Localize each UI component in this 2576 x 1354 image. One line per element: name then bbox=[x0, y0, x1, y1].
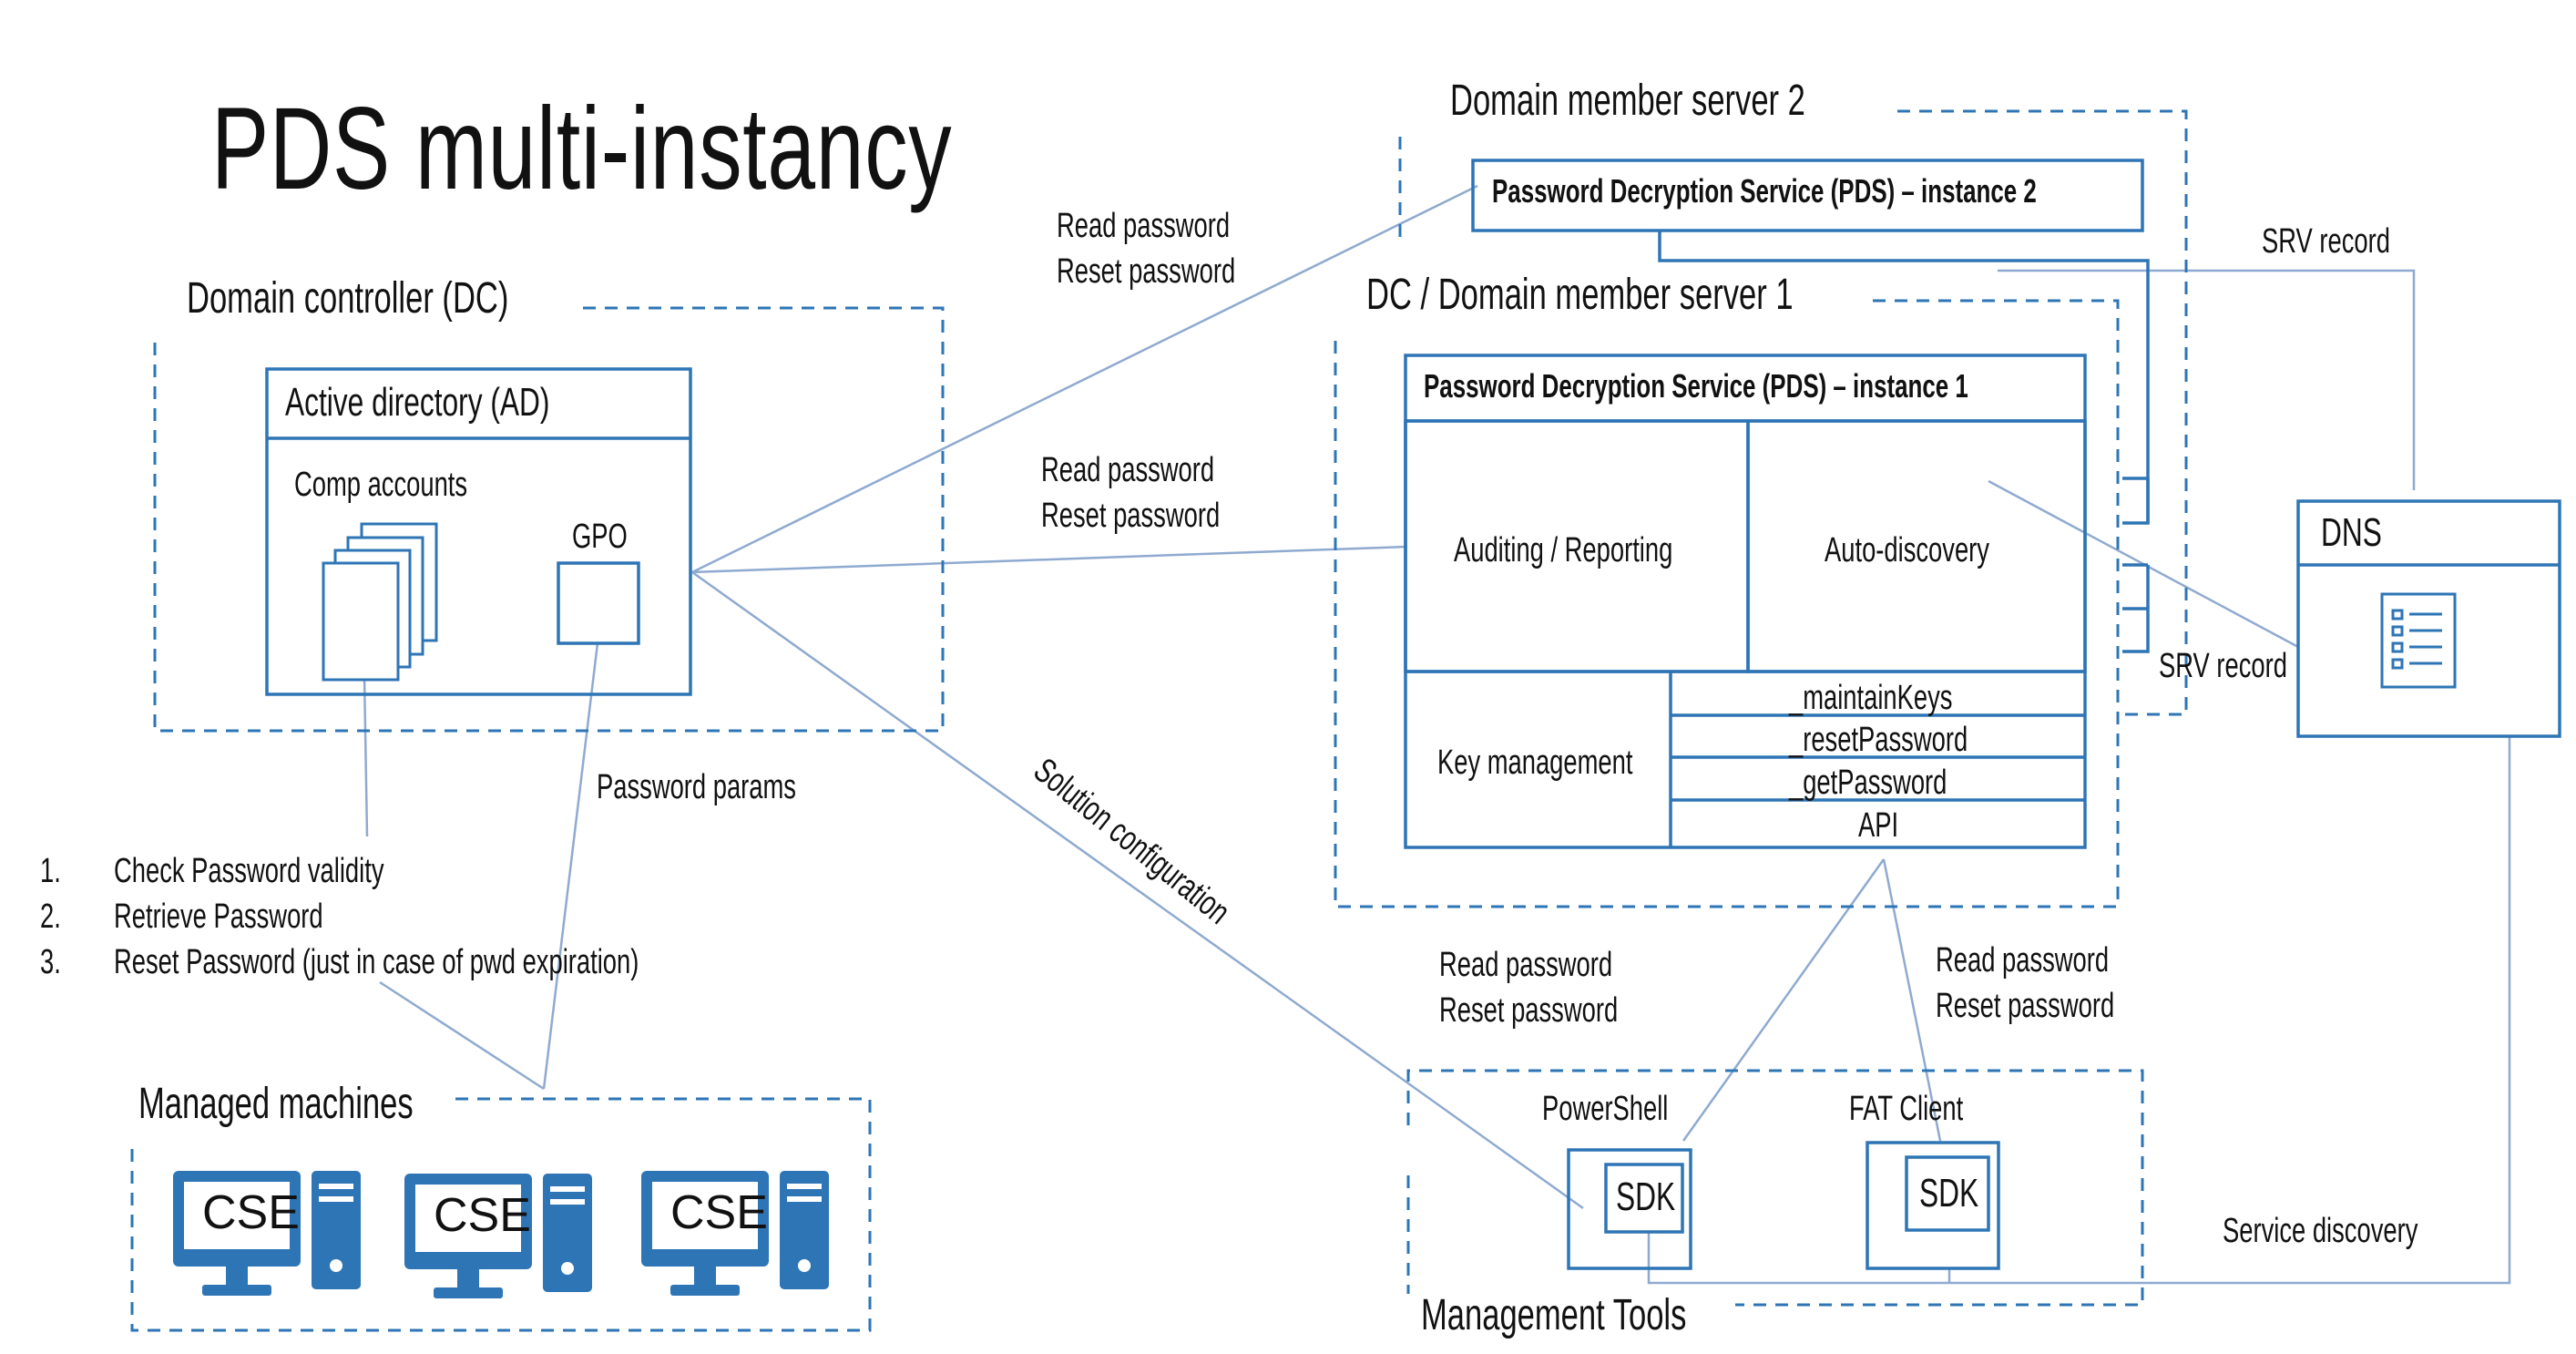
pds2-box bbox=[1471, 159, 2144, 232]
connector-lines bbox=[363, 184, 2511, 1285]
fatclient-label: FAT Client bbox=[1849, 1090, 1964, 1128]
dns-box bbox=[2296, 499, 2561, 738]
pds2-body bbox=[1658, 231, 2150, 523]
connector-steps-to-managed bbox=[379, 980, 545, 1091]
solid-boxes bbox=[265, 159, 2561, 1270]
dc-section-title: Domain controller (DC) bbox=[187, 274, 509, 323]
gpo-box bbox=[557, 561, 640, 645]
connector-ad-to-powershell bbox=[691, 570, 1584, 1210]
machine-3-label: CSE bbox=[670, 1186, 768, 1239]
tools-section-title: Management Tools bbox=[1421, 1291, 1687, 1339]
member1-section-title: DC / Domain member server 1 bbox=[1366, 271, 1794, 319]
ad-box bbox=[265, 367, 692, 696]
computer-icons bbox=[173, 1171, 829, 1298]
step-3-number: 3. bbox=[40, 943, 61, 981]
srv-record-label-top: SRV record bbox=[2262, 222, 2390, 261]
fatclient-sdk-outer bbox=[1866, 1141, 2000, 1270]
read-password-label-mid: Read password bbox=[1041, 451, 1215, 489]
reset-password-label-bottom-right: Reset password bbox=[1936, 987, 2115, 1025]
method-api: API bbox=[1858, 806, 1899, 845]
pds2-title: Password Decryption Service (PDS) – inst… bbox=[1492, 172, 2037, 210]
step-1-number: 1. bbox=[40, 852, 61, 890]
connector-comp-to-steps bbox=[363, 675, 369, 837]
srv-record-label-side: SRV record bbox=[2159, 647, 2287, 685]
step-1-text: Check Password validity bbox=[114, 852, 384, 890]
fatclient-sdk-label: SDK bbox=[1919, 1171, 1979, 1216]
pds2-port-5 bbox=[2122, 565, 2150, 653]
auditing-label: Auditing / Reporting bbox=[1454, 531, 1673, 569]
server-list-icon bbox=[2380, 592, 2457, 689]
read-password-label-bottom-left: Read password bbox=[1439, 946, 1613, 984]
method-reset-password: _resetPassword bbox=[1789, 721, 1968, 759]
machine-2-label: CSE bbox=[434, 1189, 531, 1242]
machine-1-label: CSE bbox=[202, 1186, 300, 1239]
pds1-title: Password Decryption Service (PDS) – inst… bbox=[1424, 367, 1968, 405]
computer-icon bbox=[173, 1171, 361, 1296]
tools-boundary bbox=[1406, 1069, 2144, 1307]
gpo-label: GPO bbox=[572, 518, 628, 556]
powershell-sdk-label: SDK bbox=[1616, 1174, 1676, 1219]
step-3-text: Reset Password (just in case of pwd expi… bbox=[114, 943, 639, 981]
service-discovery-label: Service discovery bbox=[2223, 1212, 2418, 1250]
key-management-label: Key management bbox=[1437, 744, 1633, 782]
page-title: PDS multi-instancy bbox=[211, 84, 953, 214]
ad-title: Active directory (AD) bbox=[285, 380, 550, 425]
step-2-text: Retrieve Password bbox=[114, 898, 323, 936]
fatclient-sdk-inner bbox=[1905, 1155, 1990, 1232]
connector-gpo-to-managed bbox=[542, 642, 599, 1090]
managed-section-title: Managed machines bbox=[138, 1080, 414, 1128]
member2-boundary bbox=[1897, 109, 2188, 716]
connector-ad-to-pds2 bbox=[691, 184, 1478, 574]
autodiscovery-label: Auto-discovery bbox=[1825, 531, 1989, 569]
password-params-label: Password params bbox=[597, 768, 796, 806]
dashed-boundaries bbox=[130, 109, 2188, 1332]
computer-icon bbox=[641, 1171, 829, 1296]
powershell-sdk-outer bbox=[1567, 1148, 1692, 1270]
method-get-password: _getPassword bbox=[1789, 764, 1947, 802]
comp-accounts-icon bbox=[322, 522, 438, 682]
step-2-number: 2. bbox=[40, 898, 61, 936]
comp-accounts-label: Comp accounts bbox=[294, 466, 468, 504]
member2-section-title: Domain member server 2 bbox=[1450, 77, 1805, 125]
reset-password-label-bottom-left: Reset password bbox=[1439, 991, 1619, 1030]
read-password-label-bottom-right: Read password bbox=[1936, 941, 2110, 980]
managed-boundary bbox=[130, 1097, 872, 1332]
read-password-label-top: Read password bbox=[1057, 207, 1231, 245]
member1-boundary bbox=[1334, 299, 2120, 908]
method-maintain-keys: _maintainKeys bbox=[1789, 679, 1953, 717]
computer-icon bbox=[404, 1174, 592, 1298]
powershell-label: PowerShell bbox=[1542, 1090, 1669, 1128]
reset-password-label-mid: Reset password bbox=[1041, 497, 1221, 535]
connector-srv-record-top bbox=[1998, 269, 2416, 490]
reset-password-label-top: Reset password bbox=[1057, 252, 1236, 291]
pds2-port-1 bbox=[2122, 478, 2150, 525]
connector-service-discovery bbox=[1647, 736, 2511, 1285]
dns-title: DNS bbox=[2321, 510, 2382, 555]
powershell-sdk-inner bbox=[1604, 1163, 1684, 1234]
connector-ad-to-auditing bbox=[691, 545, 1408, 574]
